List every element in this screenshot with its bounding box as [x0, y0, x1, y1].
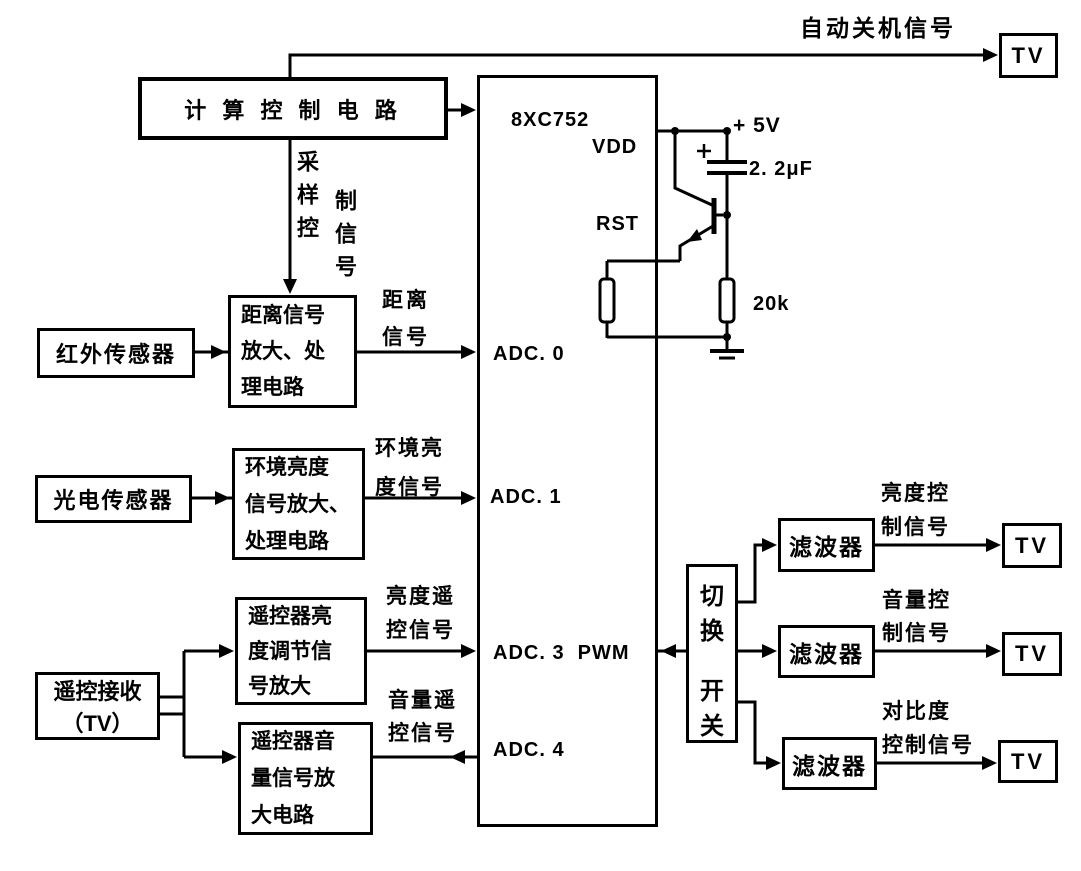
junction-dots	[671, 127, 731, 341]
volume-amp-line3: 大电路	[251, 804, 314, 827]
volume-remote-signal-label: 音量遥 控信号	[388, 689, 457, 745]
resistor-value-label: 20k	[753, 293, 790, 315]
pin-adc3-pwm-label: ADC. 3 PWM	[493, 642, 630, 664]
distance-processing-box: 距离信号 放大、处 理电路	[228, 295, 357, 408]
brightness-amp-line1: 遥控器亮	[248, 604, 332, 628]
tv-box-top: TV	[999, 33, 1058, 78]
capacitor-value-label: 2. 2μF	[749, 158, 813, 180]
arrow-photo-ambproc	[215, 491, 230, 505]
sample-ctrl-label-col1: 采样控	[294, 150, 319, 249]
arrow-remote-volumeamp	[222, 750, 237, 764]
wire-switch-filter3	[738, 700, 769, 765]
arrow-volume-adc4-left	[450, 750, 465, 764]
transistor-symbol	[687, 229, 702, 242]
switch-char-3: 开	[700, 678, 724, 705]
ambient-processing-line3: 处理电路	[245, 529, 329, 553]
tv-top-label: TV	[1011, 42, 1046, 68]
arrow-switch-filter1	[762, 538, 777, 552]
distance-processing-line1: 距离信号	[241, 303, 325, 327]
arrow-dist-adc0	[461, 345, 476, 359]
brightness-ctrl-signal-label: 亮度控 制信号	[881, 482, 950, 539]
volume-amp-line1: 遥控器音	[251, 730, 335, 753]
chip-name: 8XC752	[511, 109, 590, 131]
switch-box: 切 换 开 关	[686, 564, 738, 743]
arrow-pwm-left	[661, 644, 676, 658]
arrow-auto-tv	[983, 48, 998, 62]
filter-box-3: 滤波器	[782, 737, 877, 790]
arrow-ir-distproc	[211, 345, 226, 359]
switch-char-2: 换	[700, 618, 724, 645]
ambient-processing-line2: 信号放大、	[245, 492, 350, 516]
brightness-remote-signal-label: 亮度遥 控信号	[386, 585, 455, 642]
auto-shutdown-signal-label: 自动关机信号	[800, 15, 956, 41]
tv-volume-label: TV	[1014, 641, 1050, 666]
junction-dot	[723, 333, 731, 341]
arrow-remote-brightamp	[219, 644, 234, 658]
brightness-amp-line2: 度调节信	[248, 639, 332, 663]
brightness-amp-box: 遥控器亮 度调节信 号放大	[235, 597, 367, 705]
transistor-collector	[673, 131, 713, 207]
junction-dot	[723, 127, 731, 135]
brightness-amp-line3: 号放大	[248, 674, 311, 698]
volume-amp-line2: 量信号放	[251, 767, 335, 790]
arrow-bright-adc3	[461, 644, 476, 658]
pin-adc4-label: ADC. 4	[493, 739, 565, 761]
volume-ctrl-signal-label: 音量控 制信号	[882, 589, 951, 645]
remote-receiver-line2: （TV）	[61, 711, 134, 736]
remote-receiver-box: 遥控接收 （TV）	[35, 672, 160, 740]
arrow-filter2-tv	[986, 644, 1001, 658]
pin-vdd-label: VDD	[592, 136, 638, 158]
ground-symbol	[710, 349, 744, 360]
ambient-signal-label: 环境亮 度信号	[375, 437, 444, 499]
distance-signal-label: 距离 信号	[382, 289, 430, 349]
tv-box-brightness: TV	[1002, 523, 1062, 568]
filter-3-label: 滤波器	[792, 752, 867, 779]
arrow-compute-chip	[461, 103, 476, 117]
ambient-processing-box: 环境亮度 信号放大、 处理电路	[232, 448, 365, 560]
tv-box-volume: TV	[1002, 632, 1062, 676]
ir-sensor-box: 红外传感器	[37, 328, 195, 378]
capacitor-symbol	[707, 160, 747, 175]
transistor-emitter	[678, 224, 714, 261]
tv-contrast-label: TV	[1010, 748, 1046, 774]
remote-receiver-line1: 遥控接收	[53, 679, 142, 704]
volume-amp-box: 遥控器音 量信号放 大电路	[238, 722, 373, 835]
filter-1-label: 滤波器	[789, 534, 864, 560]
distance-processing-line3: 理电路	[241, 375, 304, 399]
transistor-emitter-arrow	[687, 229, 702, 242]
compute-control-label: 计 算 控 制 电 路	[184, 97, 402, 123]
arrow-switch-filter2	[762, 644, 777, 658]
wire-switch-filter1	[738, 543, 765, 604]
junction-dot	[723, 211, 731, 219]
pin-rst-label: RST	[596, 213, 639, 235]
capacitor-polarity-plus	[697, 144, 711, 158]
filter-box-1: 滤波器	[778, 518, 875, 572]
distance-processing-line2: 放大、处	[241, 339, 325, 363]
photo-sensor-box: 光电传感器	[35, 475, 192, 523]
filter-2-label: 滤波器	[789, 640, 864, 667]
pin-adc1-label: ADC. 1	[490, 486, 562, 508]
resistor-symbol-right	[718, 277, 736, 324]
filter-box-2: 滤波器	[778, 625, 875, 678]
arrow-sample-down	[283, 279, 297, 294]
ir-sensor-label: 红外传感器	[55, 342, 176, 367]
junction-dot	[671, 127, 679, 135]
contrast-ctrl-signal-label: 对比度 控制信号	[882, 700, 974, 757]
photo-sensor-label: 光电传感器	[53, 488, 174, 513]
pin-adc0-label: ADC. 0	[493, 343, 565, 365]
arrow-amb-adc1	[461, 491, 476, 505]
tv-box-contrast: TV	[998, 740, 1058, 783]
arrow-filter1-tv	[986, 538, 1001, 552]
switch-char-4: 关	[700, 713, 724, 740]
ambient-processing-line1: 环境亮度	[245, 455, 329, 479]
compute-control-box: 计 算 控 制 电 路	[138, 77, 448, 140]
supply-5v-label: + 5V	[733, 114, 781, 137]
arrow-switch-filter3	[766, 756, 781, 770]
wire-auto-shutdown	[288, 53, 984, 77]
tv-brightness-label: TV	[1014, 532, 1050, 558]
mcu-chip-box: 8XC752 VDD RST ADC. 0 ADC. 1 ADC. 3 PWM …	[477, 75, 658, 827]
arrow-filter3-tv	[982, 756, 997, 770]
sample-ctrl-label-col2: 制信号	[332, 189, 357, 288]
switch-char-1: 切	[700, 583, 724, 610]
